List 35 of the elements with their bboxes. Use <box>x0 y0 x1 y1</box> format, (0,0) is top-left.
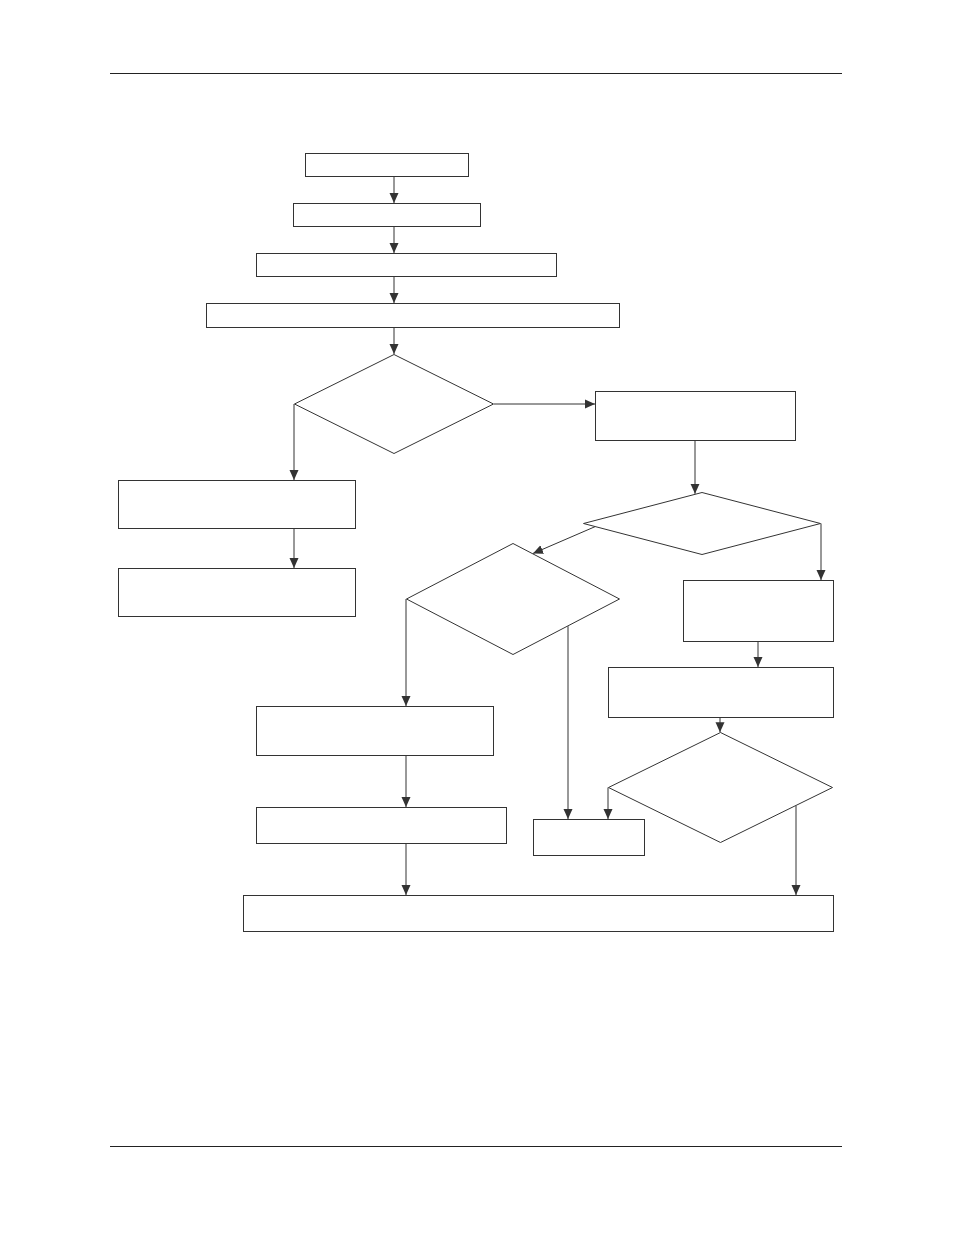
process-box <box>256 253 557 277</box>
arrow <box>715 717 725 733</box>
arrow <box>603 787 613 820</box>
arrow <box>753 641 763 668</box>
process-box <box>533 819 645 856</box>
arrow <box>389 226 399 254</box>
process-box <box>256 807 507 844</box>
decision-diamond <box>294 354 494 454</box>
arrow <box>389 276 399 304</box>
arrow <box>690 440 700 495</box>
process-box <box>206 303 620 328</box>
process-box <box>683 580 834 642</box>
arrow <box>401 843 411 896</box>
process-box <box>293 203 481 227</box>
arrow <box>493 399 596 409</box>
arrow <box>389 176 399 204</box>
arrow <box>816 523 826 581</box>
decision-diamond <box>406 543 620 655</box>
arrow <box>289 403 299 481</box>
process-box <box>243 895 834 932</box>
process-box <box>305 153 469 177</box>
arrow <box>289 528 299 569</box>
arrow <box>791 805 801 896</box>
decision-diamond <box>608 732 833 843</box>
process-box <box>595 391 796 441</box>
arrow <box>401 755 411 808</box>
process-box <box>118 480 356 529</box>
decision-diamond <box>583 492 821 555</box>
process-box <box>608 667 834 718</box>
arrow <box>563 625 573 820</box>
process-box <box>118 568 356 617</box>
arrow <box>401 598 411 707</box>
arrow <box>389 327 399 355</box>
process-box <box>256 706 494 756</box>
arrow <box>532 526 596 554</box>
